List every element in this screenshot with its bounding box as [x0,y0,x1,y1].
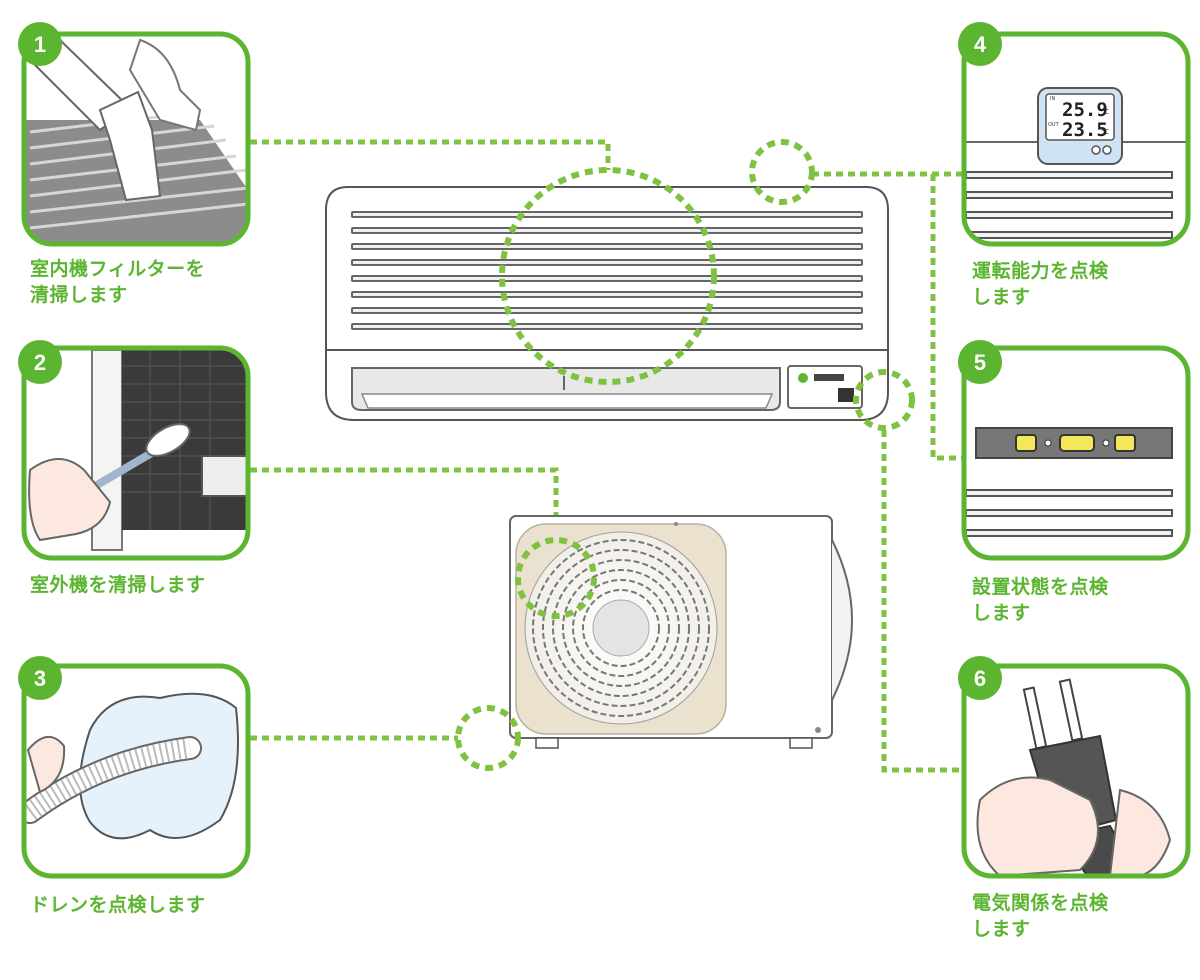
caption-step-6: 電気関係を点検 します [972,892,1109,940]
thermo-upper-reading: 25.9 [1062,99,1108,121]
connector-1 [250,139,611,170]
outdoor-focus-circles [455,537,597,771]
badge-number-1: 1 [34,32,46,57]
focus-circle-fan [515,537,597,619]
indoor-focus-circles [499,139,915,431]
drain-hose-icon [24,736,202,824]
thermometer-icon: IN 25.9 ℃ OUT 23.5 ℃ [1037,87,1123,165]
caption-step-2: 室外機を清掃します [30,574,206,596]
badge-5: 5 [958,340,1002,384]
thermo-label-in: IN [1050,96,1055,102]
indoor-unit [325,186,889,421]
outdoor-unit [509,515,854,749]
focus-circle-bottom-right [853,369,915,431]
badge-number-2: 2 [34,350,46,375]
caption-step-3: ドレンを点検します [30,894,206,916]
badge-number-5: 5 [974,350,986,375]
badge-4: 4 [958,22,1002,66]
step-card-2 [21,345,251,561]
step-card-6 [961,663,1191,879]
thermo-unit-lower: ℃ [1101,128,1109,136]
caption-step-5: 設置状態を点検 します [972,576,1109,624]
badge-number-3: 3 [34,666,46,691]
focus-circle-top-right [749,139,815,205]
focus-circle-drain [455,705,521,771]
caption-step-4: 運転能力を点検 します [972,260,1109,308]
step-card-4: IN 25.9 ℃ OUT 23.5 ℃ [961,31,1191,247]
badge-number-6: 6 [974,666,986,691]
thermo-lower-reading: 23.5 [1062,119,1108,141]
indoor-vent-slats [351,211,863,330]
badge-1: 1 [18,22,62,66]
thermo-label-out: OUT [1048,122,1060,128]
connector-5 [930,174,964,461]
step-card-5 [961,345,1191,561]
badge-6: 6 [958,656,1002,700]
thermo-unit-upper: ℃ [1101,108,1109,116]
badge-3: 3 [18,656,62,700]
badge-2: 2 [18,340,62,384]
badge-number-4: 4 [974,32,987,57]
brush-icon [88,423,191,492]
caption-step-1: 室内機フィルターを 清掃します [30,258,206,306]
connector-6 [881,430,964,773]
number-badges: 1 2 3 4 5 6 [18,22,1002,700]
spirit-level-icon [975,427,1173,459]
step-card-3 [21,663,251,879]
fan-grille [532,539,710,717]
focus-circle-filter [499,167,717,385]
step-card-1 [21,31,251,247]
